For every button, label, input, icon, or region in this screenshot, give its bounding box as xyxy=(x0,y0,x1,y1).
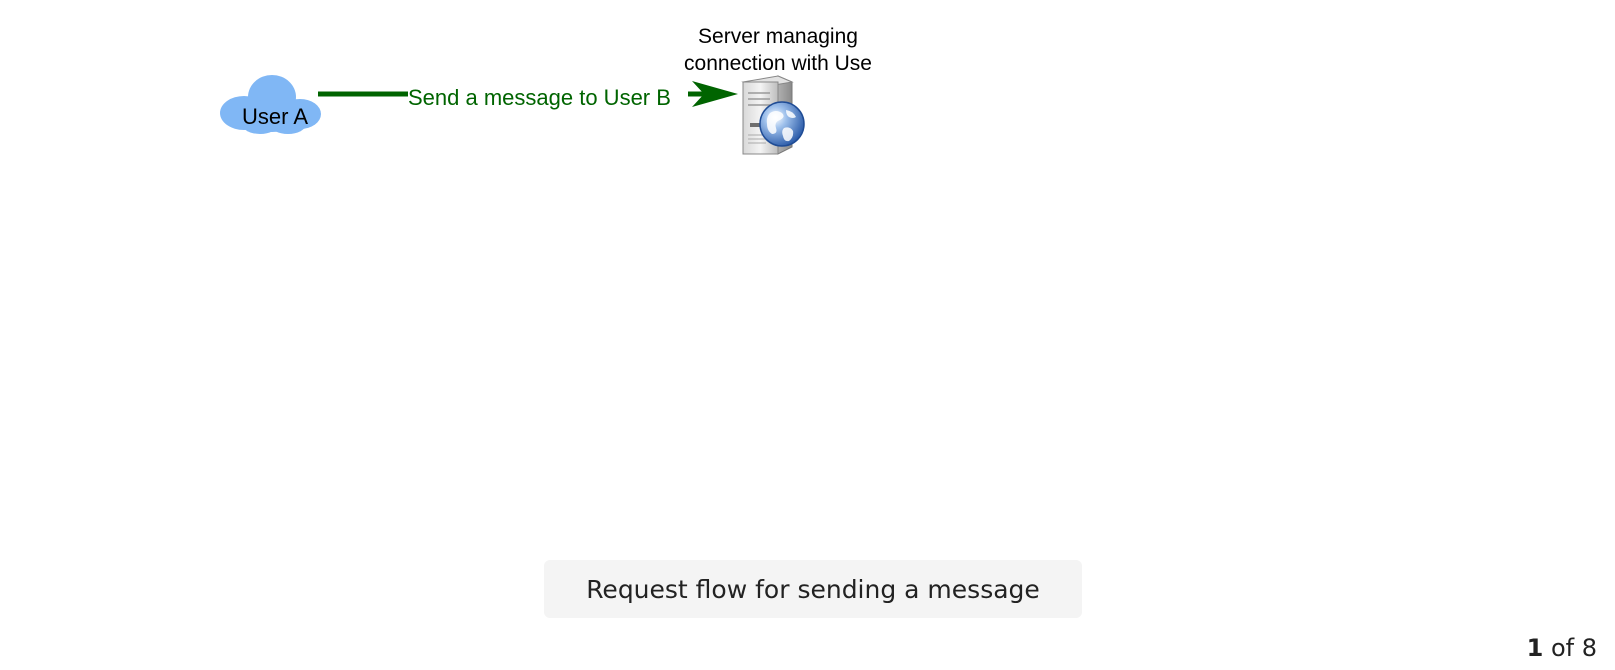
server-label: Server managing connection with Use xyxy=(684,25,872,75)
server-label-line2: connection with Use xyxy=(684,52,872,75)
send-message-edge: Send a message to User B xyxy=(318,81,738,110)
globe-icon xyxy=(759,101,805,147)
user-a-label: User A xyxy=(242,104,308,129)
diagram-canvas: User A Send a message to User B Server m… xyxy=(220,25,872,155)
web-server-icon xyxy=(741,75,805,155)
user-a-node: User A xyxy=(220,75,321,134)
pager-current: 1 xyxy=(1526,634,1544,662)
cloud-icon xyxy=(220,75,321,134)
arrowhead-icon xyxy=(692,81,738,107)
pager-total: 8 xyxy=(1581,634,1597,662)
slide-pager: 1 of 8 xyxy=(1527,634,1597,662)
pager-separator: of xyxy=(1550,634,1575,662)
edge-label: Send a message to User B xyxy=(408,85,671,110)
server-label-line1: Server managing xyxy=(698,25,858,48)
diagram-caption: Request flow for sending a message xyxy=(544,560,1082,618)
